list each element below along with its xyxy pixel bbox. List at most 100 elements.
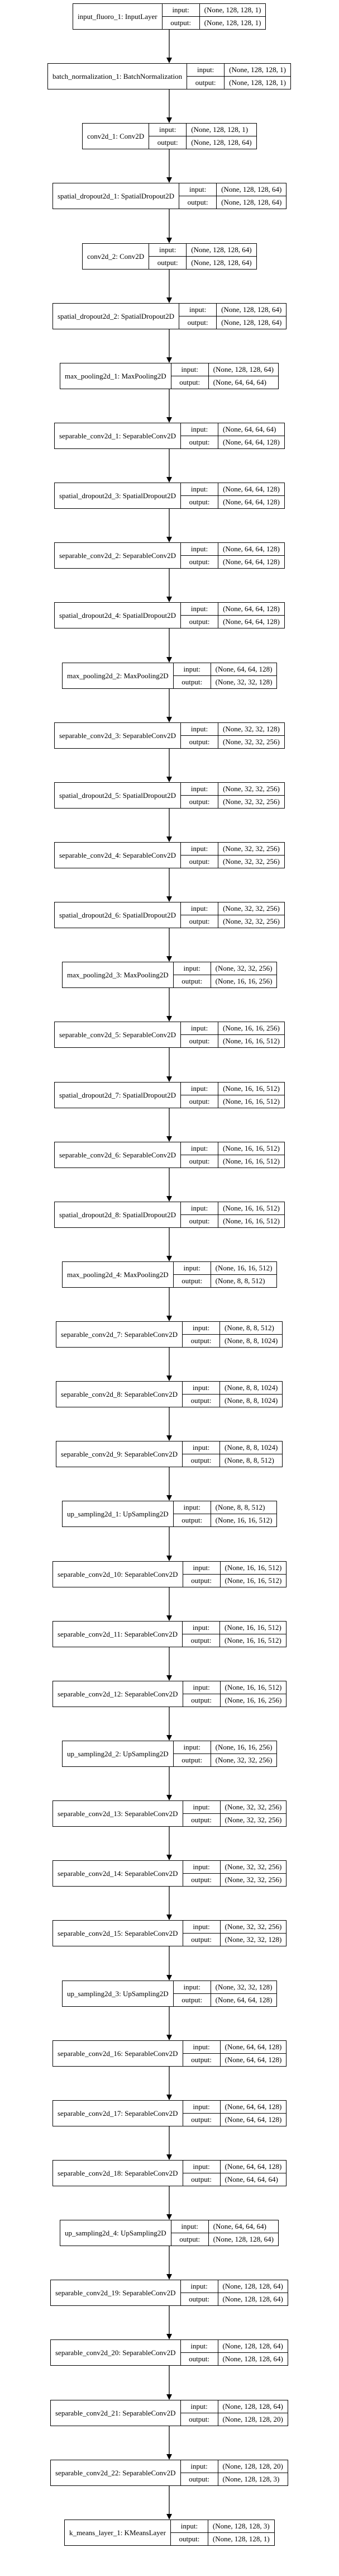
output-label: output: xyxy=(181,855,219,868)
layer-node: batch_normalization_1: BatchNormalizatio… xyxy=(47,63,291,89)
output-label: output: xyxy=(181,496,219,508)
input-row: input:(None, 16, 16, 256) xyxy=(181,1022,284,1034)
output-label: output: xyxy=(183,2054,221,2066)
output-label: output: xyxy=(181,616,219,628)
output-row: output:(None, 64, 64, 64) xyxy=(171,376,278,389)
output-shape: (None, 64, 64, 128) xyxy=(225,2115,282,2124)
output-shape: (None, 32, 32, 256) xyxy=(223,917,280,925)
output-row: output:(None, 128, 128, 3) xyxy=(180,2473,288,2485)
layer-io-table: input:(None, 128, 128, 64)output:(None, … xyxy=(179,183,287,209)
layer-io-table: input:(None, 64, 64, 128)output:(None, 6… xyxy=(183,2161,287,2186)
input-shape: (None, 64, 64, 64) xyxy=(213,2222,266,2230)
layer-io-table: input:(None, 32, 32, 128)output:(None, 3… xyxy=(181,723,284,748)
input-label: input: xyxy=(174,1501,211,1514)
layer-name: up_sampling2d_1: UpSampling2D xyxy=(63,1501,174,1526)
input-shape: (None, 128, 128, 1) xyxy=(204,6,261,14)
input-shape: (None, 8, 8, 512) xyxy=(225,1324,274,1332)
output-label: output: xyxy=(183,1934,221,1946)
layer-io-table: input:(None, 128, 128, 64)output:(None, … xyxy=(171,363,278,389)
output-row: output:(None, 32, 32, 256) xyxy=(173,1753,277,1766)
output-label: output: xyxy=(183,1694,221,1707)
layer-name: conv2d_2: Conv2D xyxy=(83,244,150,269)
input-label: input: xyxy=(149,244,187,256)
output-shape: (None, 128, 128, 1) xyxy=(229,78,286,87)
output-shape: (None, 128, 128, 1) xyxy=(212,2535,270,2543)
input-label: input: xyxy=(181,483,219,495)
input-shape: (None, 32, 32, 256) xyxy=(215,964,273,972)
input-label: input: xyxy=(149,124,187,136)
input-shape: (None, 128, 128, 64) xyxy=(222,2402,283,2410)
layer-io-table: input:(None, 64, 64, 64)output:(None, 12… xyxy=(171,2220,278,2246)
input-label: input: xyxy=(163,4,200,16)
input-label: input: xyxy=(181,603,219,615)
input-shape: (None, 128, 128, 64) xyxy=(221,185,282,193)
output-shape: (None, 128, 128, 3) xyxy=(222,2475,280,2483)
layer-name: up_sampling2d_4: UpSampling2D xyxy=(60,2220,171,2246)
input-shape: (None, 64, 64, 128) xyxy=(225,2043,282,2051)
output-label: output: xyxy=(183,2114,221,2126)
output-row: output:(None, 64, 64, 128) xyxy=(181,555,284,568)
input-row: input:(None, 128, 128, 20) xyxy=(181,2460,288,2473)
output-row: output:(None, 32, 32, 256) xyxy=(181,795,284,808)
input-row: input:(None, 128, 128, 3) xyxy=(171,2520,274,2532)
input-row: input:(None, 8, 8, 1024) xyxy=(183,1382,282,1394)
layer-name: k_means_layer_1: KMeansLayer xyxy=(65,2520,171,2545)
layer-name: separable_conv2d_4: SeparableConv2D xyxy=(55,843,182,868)
output-shape: (None, 16, 16, 512) xyxy=(215,1516,273,1524)
input-shape: (None, 128, 128, 3) xyxy=(212,2522,270,2530)
output-row: output:(None, 16, 16, 512) xyxy=(181,1095,284,1108)
input-row: input:(None, 16, 16, 512) xyxy=(183,1562,287,1574)
input-row: input:(None, 64, 64, 64) xyxy=(171,2220,278,2233)
output-row: output: (None, 128, 128, 1) xyxy=(170,2532,274,2545)
output-row: output:(None, 64, 64, 128) xyxy=(181,436,284,448)
layer-io-table: input:(None, 64, 64, 128)output:(None, 3… xyxy=(173,663,277,688)
output-label: output: xyxy=(187,77,225,89)
output-label: output: xyxy=(183,1634,221,1647)
input-shape: (None, 128, 128, 1) xyxy=(229,65,286,74)
output-label: output: xyxy=(181,736,219,748)
output-label: output: xyxy=(179,196,217,209)
output-label: output: xyxy=(181,556,219,568)
input-shape: (None, 32, 32, 256) xyxy=(225,1803,282,1811)
layer-name: separable_conv2d_12: SeparableConv2D xyxy=(53,1681,183,1707)
output-row: output:(None, 32, 32, 256) xyxy=(181,915,284,928)
input-shape: (None, 128, 128, 64) xyxy=(191,245,252,254)
layer-io-table: input:(None, 32, 32, 256)output:(None, 3… xyxy=(181,783,284,808)
input-row: input:(None, 32, 32, 256) xyxy=(183,1921,287,1933)
layer-io-table: input:(None, 32, 32, 256)output:(None, 3… xyxy=(183,1861,287,1886)
output-shape: (None, 16, 16, 512) xyxy=(223,1217,280,1225)
input-shape: (None, 64, 64, 128) xyxy=(225,2162,282,2171)
input-label: input: xyxy=(181,2460,218,2473)
output-shape: (None, 64, 64, 128) xyxy=(215,1996,273,2004)
output-label: output: xyxy=(181,2293,218,2305)
input-shape: (None, 64, 64, 128) xyxy=(225,2102,282,2111)
output-label: output: xyxy=(183,1874,221,1886)
layer-name: max_pooling2d_4: MaxPooling2D xyxy=(63,1262,174,1287)
layer-name: spatial_dropout2d_5: SpatialDropout2D xyxy=(55,783,182,808)
output-label: output: xyxy=(171,376,209,389)
layer-io-table: input:(None, 64, 64, 128)output:(None, 6… xyxy=(183,2101,287,2126)
input-label: input: xyxy=(179,183,217,196)
layer-io-table: input:(None, 32, 32, 256)output:(None, 3… xyxy=(181,843,284,868)
input-label: input: xyxy=(181,2280,218,2293)
layer-name: separable_conv2d_5: SeparableConv2D xyxy=(55,1022,182,1047)
input-shape: (None, 16, 16, 512) xyxy=(225,1683,282,1691)
output-label: output: xyxy=(171,2533,208,2545)
input-shape: (None, 16, 16, 512) xyxy=(223,1084,280,1093)
output-label: output: xyxy=(174,676,211,688)
output-row: output:(None, 16, 16, 256) xyxy=(173,975,277,987)
layer-io-table: input:(None, 8, 8, 512)output:(None, 8, … xyxy=(183,1322,283,1347)
input-row: input:(None, 16, 16, 256) xyxy=(174,1741,277,1753)
layer-io-table: input:(None, 16, 16, 512)output:(None, 1… xyxy=(183,1681,287,1707)
input-shape: (None, 128, 128, 64) xyxy=(221,305,282,314)
input-shape: (None, 32, 32, 256) xyxy=(225,1922,282,1931)
